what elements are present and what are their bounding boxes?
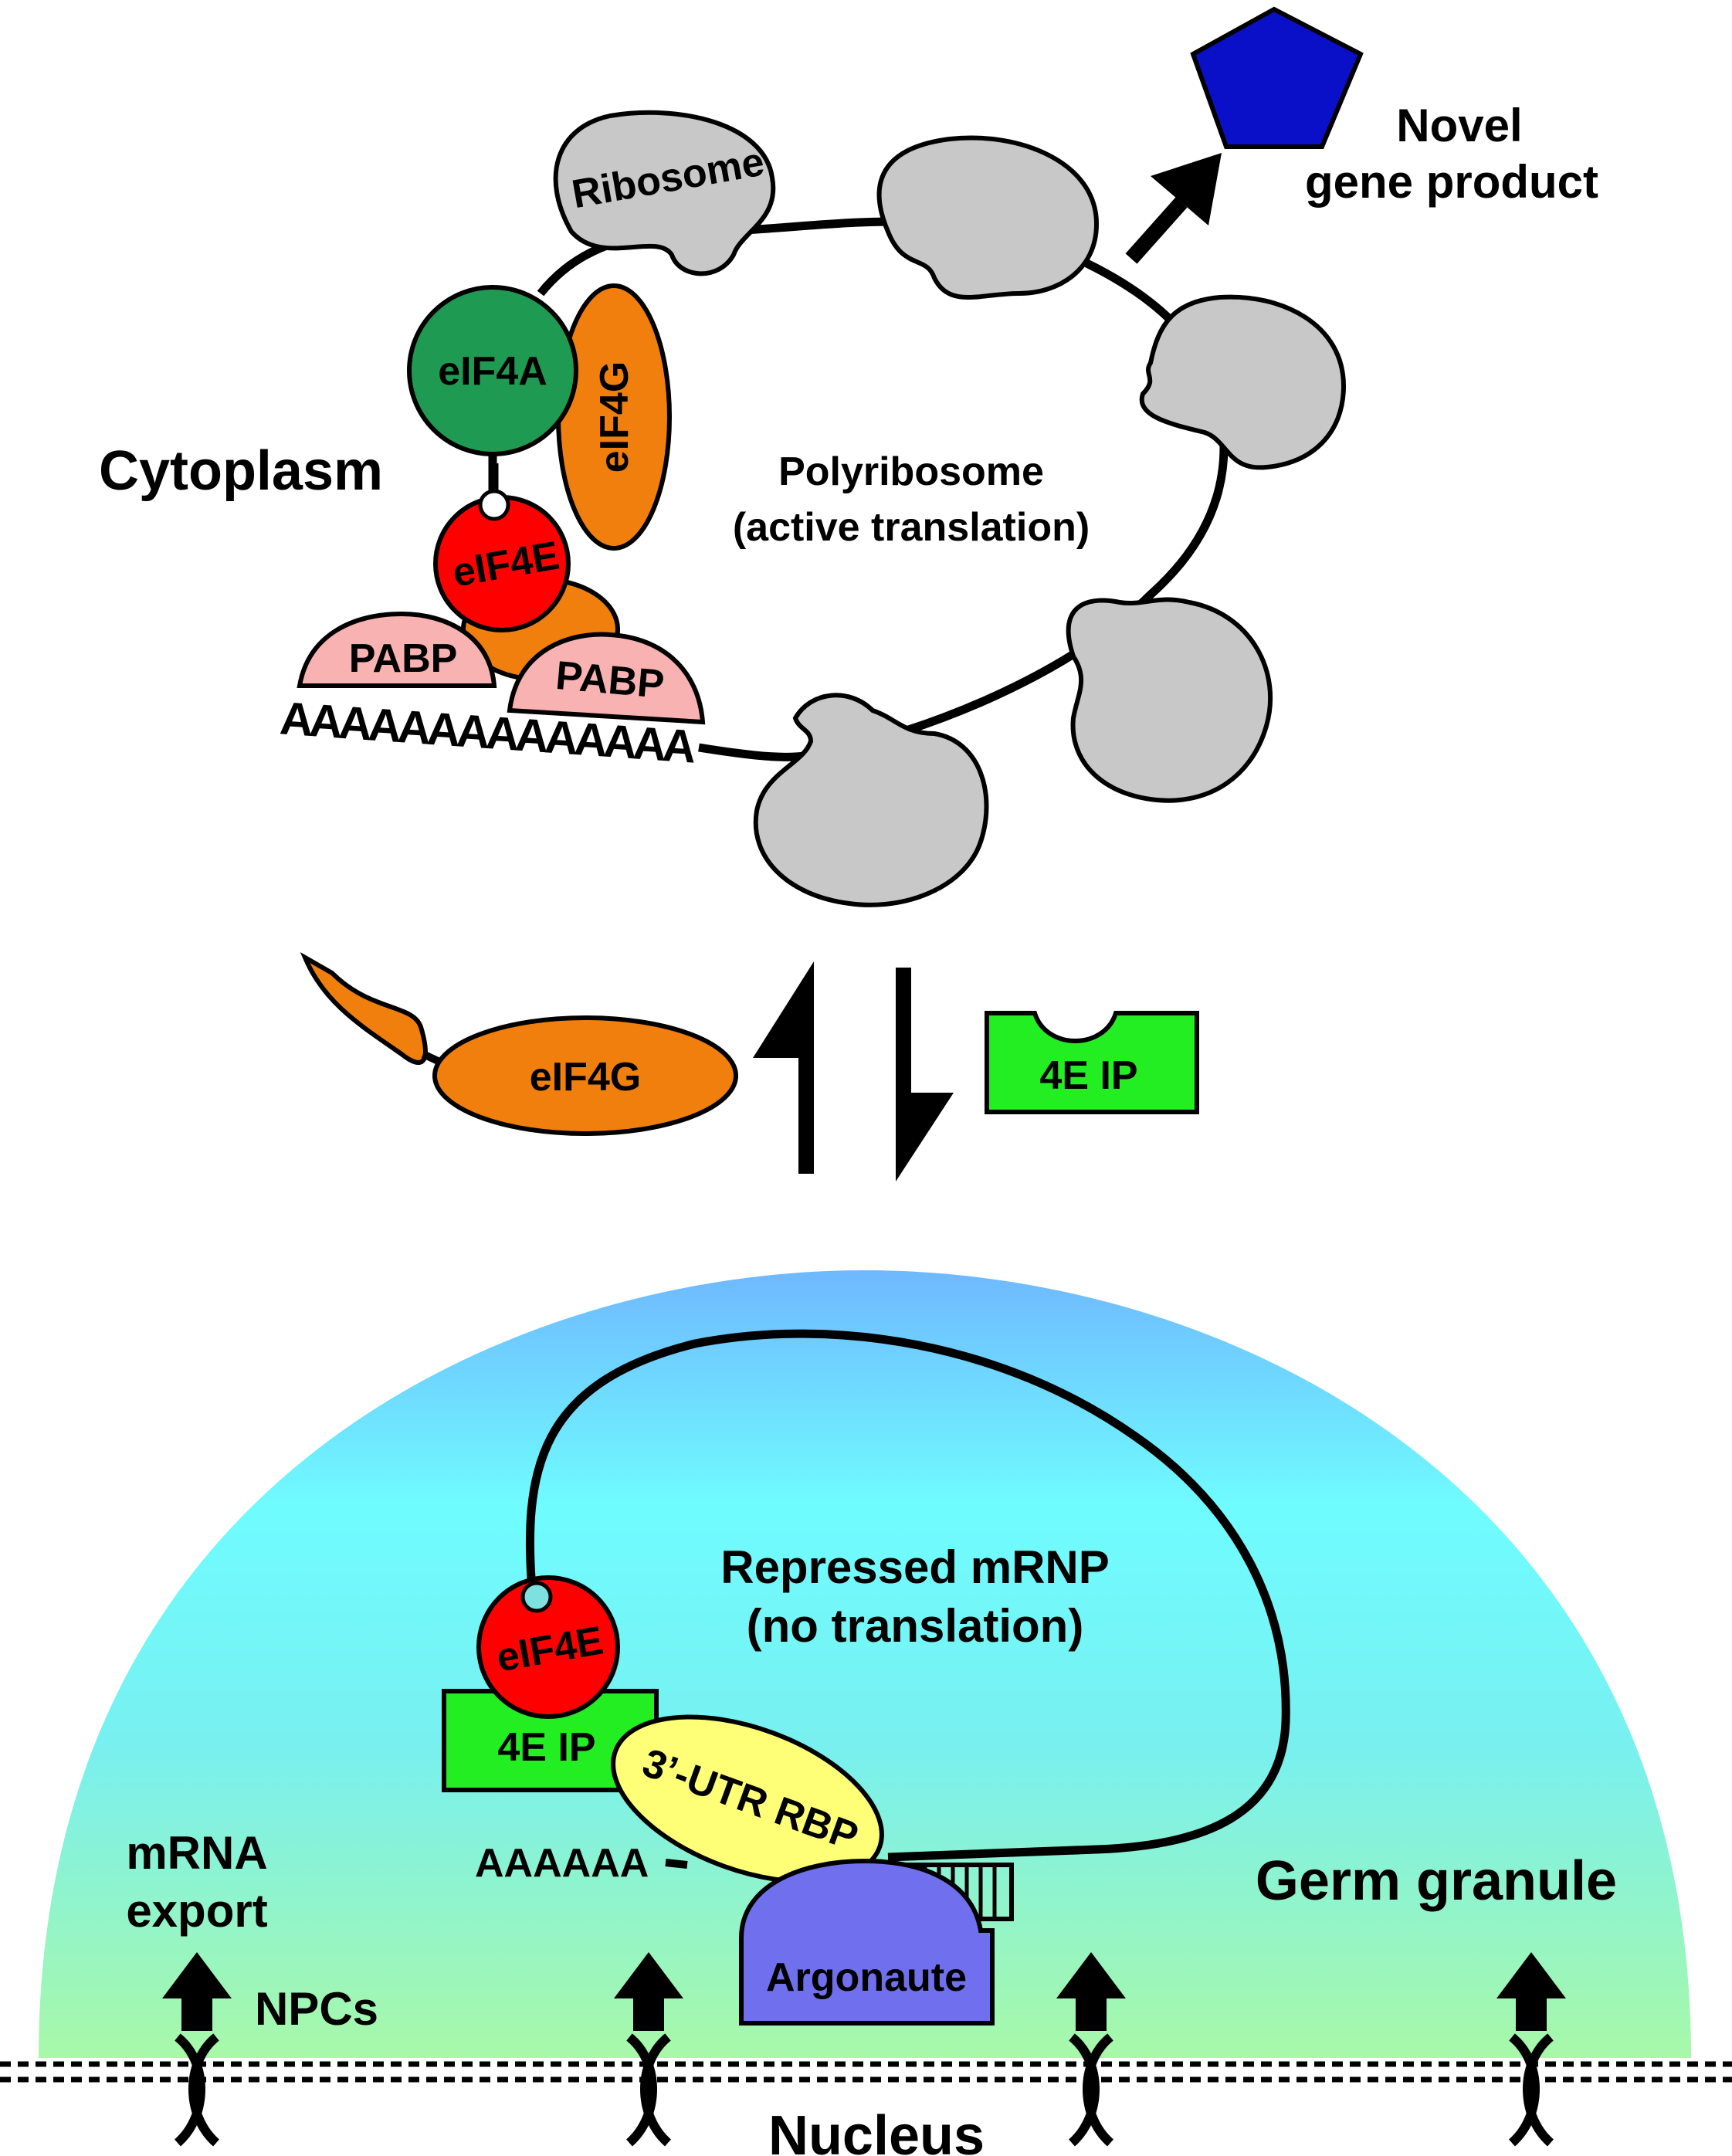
- ribosome-labeled: Ribosome: [553, 110, 776, 276]
- equilibrium-panel: eIF4G 4E IP: [300, 952, 1199, 1181]
- eif4g-free-label: eIF4G: [530, 1055, 642, 1100]
- export-label: export: [126, 1885, 267, 1937]
- germ-granule-label: Germ granule: [1256, 1850, 1617, 1912]
- germ-granule-dome: [39, 1270, 1691, 2058]
- polyribosome-label: Polyribosome: [778, 449, 1044, 494]
- product-pentagon: [1190, 6, 1364, 149]
- export-arrow-icon: [1496, 1952, 1566, 2031]
- argonaute: Argonaute: [739, 1858, 995, 2025]
- pabp-left-label: PABP: [349, 636, 458, 681]
- eif4a: eIF4A: [407, 285, 578, 456]
- export-arrow-icon: [614, 1952, 683, 2031]
- gene-product-label: gene product: [1305, 156, 1598, 208]
- polya-tail-short: AAAAAA: [475, 1841, 649, 1886]
- utr-rbp: 3’-UTR RBP: [611, 1714, 884, 1884]
- eif4a-label: eIF4A: [438, 349, 547, 394]
- nucleus-label: Nucleus: [768, 2105, 985, 2156]
- ribosome-2: [876, 135, 1100, 300]
- pabp-left: PABP: [297, 611, 497, 688]
- eif4e-repressed: eIF4E: [476, 1575, 620, 1719]
- cytoplasm-label: Cytoplasm: [99, 440, 383, 502]
- polyribosome-panel: Ribosome Novel gene product eIF4G: [99, 6, 1598, 907]
- npc-2: [614, 1952, 683, 2147]
- fourEIP-free-label: 4E IP: [1039, 1053, 1137, 1098]
- eif4g-complexed: eIF4G: [556, 283, 672, 551]
- product-arrow: [1125, 153, 1222, 264]
- arrow-down: [896, 968, 954, 1181]
- ribosome-3: [1139, 294, 1347, 470]
- npcs-label: NPCs: [255, 1983, 378, 2035]
- npc-3: [1056, 1952, 1126, 2147]
- germ-granule-panel: Repressed mRNP (no translation) 4E IP eI…: [39, 1270, 1691, 2147]
- eif4g-free: eIF4G: [300, 952, 738, 1136]
- ribosome-4: [1066, 597, 1273, 803]
- cap-pocket: [478, 489, 510, 521]
- export-arrow-icon: [162, 1952, 232, 2031]
- pabp-right-label: PABP: [554, 653, 666, 707]
- fourEIP-free: 4E IP: [985, 1011, 1199, 1114]
- cap-pocket-bottom: [520, 1581, 553, 1613]
- eif4e-active: eIF4E: [433, 489, 571, 632]
- argonaute-label: Argonaute: [766, 1955, 967, 2000]
- mrna-strand-bottom: [525, 1329, 1290, 1862]
- no-translation-label: (no translation): [747, 1600, 1084, 1652]
- npc-1: [162, 1952, 232, 2147]
- nuclear-envelope: [0, 2061, 1732, 2083]
- equilibrium-arrows: [753, 961, 954, 1181]
- polya-tether: [665, 1859, 688, 1869]
- export-arrow-icon: [1056, 1952, 1126, 2031]
- repressed-mrnp-label: Repressed mRNP: [720, 1541, 1110, 1593]
- pabp-right: PABP: [507, 632, 706, 725]
- active-translation-label: (active translation): [733, 505, 1090, 550]
- npc-4: [1496, 1952, 1566, 2147]
- fourEIP-bound-label: 4E IP: [497, 1725, 595, 1770]
- novel-gene-product: Novel gene product: [1190, 6, 1598, 208]
- ribosome-5: [753, 693, 989, 907]
- novel-label: Novel: [1396, 100, 1522, 151]
- eif4g-vertical-label: eIF4G: [592, 361, 637, 473]
- arrow-up: [753, 961, 814, 1174]
- mrna-label: mRNA: [126, 1827, 267, 1879]
